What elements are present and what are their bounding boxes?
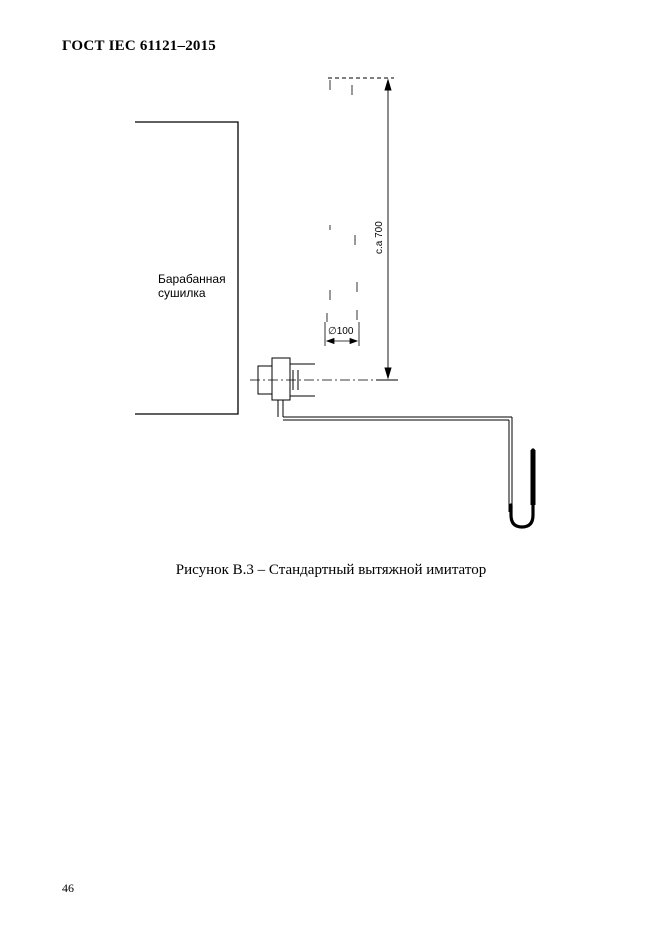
height-dimension-label: c.a 700 xyxy=(374,221,385,254)
diameter-dimension-label: ∅100 xyxy=(328,326,354,337)
height-dimension xyxy=(328,77,398,381)
dryer-label-line1: Барабанная xyxy=(158,272,226,286)
diameter-dimension xyxy=(324,322,360,346)
vertical-column-centerline xyxy=(326,80,358,322)
exhaust-connector xyxy=(257,357,315,417)
u-tube-manometer xyxy=(509,448,536,529)
document-header: ГОСТ IEC 61121–2015 xyxy=(62,38,217,54)
tumble-dryer-outline xyxy=(135,121,239,415)
page-number: 46 xyxy=(62,881,74,895)
exhaust-simulator-figure: Барабанная сушилка xyxy=(135,77,536,529)
dryer-label-line2: сушилка xyxy=(158,286,206,300)
exhaust-duct xyxy=(283,416,513,512)
figure-caption: Рисунок В.3 – Стандартный вытяжной имита… xyxy=(175,562,487,578)
